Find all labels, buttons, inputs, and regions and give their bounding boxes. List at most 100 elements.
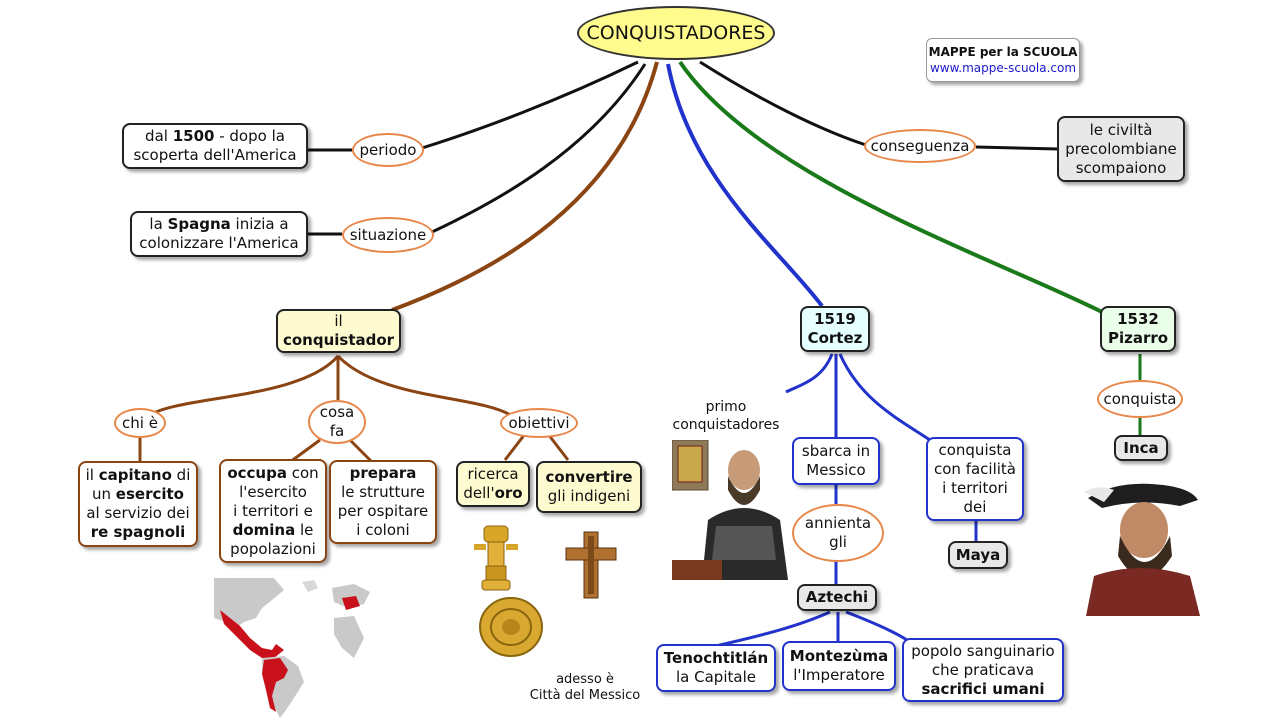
tenochtitlan-line1: Tenochtitlán (663, 649, 769, 667)
adesso-line1: adesso è (556, 672, 614, 687)
convertire-box[interactable]: convertire gli indigeni (536, 461, 642, 513)
montezuma-box[interactable]: Montezùma l'Imperatore (782, 641, 896, 691)
facilita-line3: i territori (942, 479, 1008, 497)
cortez-node[interactable]: 1519 Cortez (800, 306, 870, 352)
prepara-line2: le strutture (341, 483, 425, 501)
conseguenza-label-text: conseguenza (870, 136, 970, 155)
gold-disc-image (479, 597, 543, 657)
esercito-bold: esercito (115, 485, 184, 503)
conquista-label[interactable]: conquista (1097, 380, 1183, 418)
tenochtitlan-line2: la Capitale (676, 668, 756, 686)
situazione-label[interactable]: situazione (342, 217, 434, 253)
annienta-line2: gli (829, 533, 847, 551)
oro-bold: oro (494, 484, 523, 502)
prepara-line1: prepara (349, 464, 417, 482)
adesso-line2: Città del Messico (529, 688, 641, 703)
occupa-box[interactable]: occupa con l'esercito i territori e domi… (219, 459, 327, 563)
convertire-line2: gli indigeni (547, 487, 631, 505)
capitano-line2: un esercito (92, 485, 184, 504)
maya-text: Maya (955, 545, 1001, 564)
brand-box[interactable]: MAPPE per la SCUOLA www.mappe-scuola.com (926, 38, 1080, 82)
conseguenza-label[interactable]: conseguenza (864, 129, 976, 163)
oro-pre: dell' (463, 484, 495, 502)
prepara-line4: i coloni (356, 521, 410, 539)
brand-name: MAPPE per la SCUOLA (928, 45, 1078, 59)
situazione-text-box[interactable]: la Spagna inizia a colonizzare l'America (130, 211, 308, 257)
cortez-year: 1519 (814, 310, 856, 328)
cosa-fa-label[interactable]: cosa fa (308, 400, 366, 444)
occupa-line2: l'esercito (239, 482, 307, 501)
cross-image (565, 531, 617, 599)
domina-bold: domina (232, 520, 296, 539)
inca-node[interactable]: Inca (1114, 435, 1168, 461)
prepara-line3: per ospitare (337, 502, 429, 520)
inca-text: Inca (1123, 438, 1159, 457)
periodo-year: 1500 (172, 127, 215, 145)
conseguenza-line2: precolombiane (1065, 139, 1177, 158)
cosa-text: cosa (319, 403, 355, 421)
chi-e-label[interactable]: chi è (114, 408, 166, 438)
pizarro-node[interactable]: 1532 Pizarro (1100, 306, 1176, 352)
conseguenza-line3: scompaiono (1075, 158, 1167, 177)
periodo-pre: dal (145, 127, 173, 145)
capitano-post: di (171, 466, 191, 484)
tenochtitlan-box[interactable]: Tenochtitlán la Capitale (656, 644, 776, 692)
facilita-box[interactable]: conquista con facilità i territori dei (926, 437, 1024, 521)
aztechi-node[interactable]: Aztechi (797, 584, 877, 611)
title-node[interactable]: CONQUISTADORES (577, 6, 775, 60)
chi-e-text: chi è (122, 413, 158, 432)
montezuma-line2: l'Imperatore (793, 666, 885, 684)
occupa-line3: i territori e (233, 501, 313, 520)
cortez-caption: primo conquistadores (664, 398, 788, 434)
occupa-bold: occupa (227, 463, 287, 482)
situazione-pre: la (149, 215, 168, 233)
capitano-line1: il capitano di (86, 466, 191, 485)
pizarro-name: Pizarro (1107, 329, 1169, 347)
capitano-line3: al servizio dei (86, 504, 190, 522)
capitano-bold: capitano (98, 466, 172, 484)
pizarro-year: 1532 (1117, 310, 1159, 328)
annienta-line1: annienta (804, 514, 872, 532)
capitano-box[interactable]: il capitano di un esercito al servizio d… (78, 461, 198, 547)
conquistador-node[interactable]: il conquistador (276, 309, 401, 353)
facilita-line1: conquista (938, 441, 1012, 459)
conseguenza-line1: le civiltà (1089, 120, 1153, 139)
ricerca-line2: dell'oro (463, 484, 522, 503)
facilita-line2: con facilità (934, 460, 1016, 478)
convertire-line1: convertire (545, 468, 633, 486)
situazione-bold: Spagna (167, 215, 231, 233)
conquista-text: conquista (1103, 389, 1177, 408)
periodo-line2: scoperta dell'America (133, 146, 297, 164)
occupa-line1: occupa con (227, 464, 318, 483)
situazione-line1: la Spagna inizia a (149, 215, 288, 234)
prepara-box[interactable]: prepara le strutture per ospitare i colo… (329, 460, 437, 544)
periodo-label[interactable]: periodo (352, 133, 424, 167)
aztechi-text: Aztechi (805, 588, 869, 606)
brand-url: www.mappe-scuola.com (929, 61, 1077, 75)
cortez-caption-line1: primo (705, 399, 747, 415)
conseguenza-text-box[interactable]: le civiltà precolombiane scompaiono (1057, 116, 1185, 182)
capitano-line4: re spagnoli (90, 523, 186, 541)
obiettivi-label[interactable]: obiettivi (500, 408, 578, 438)
sbarca-line1: sbarca in (801, 442, 871, 460)
occupa-post: con (286, 463, 319, 482)
cortez-name: Cortez (807, 329, 863, 347)
conquistador-line2: conquistador (282, 331, 395, 349)
popolo-line1: popolo sanguinario (911, 641, 1055, 660)
gold-idol-image (474, 525, 518, 591)
ricerca-oro-box[interactable]: ricerca dell'oro (456, 461, 530, 507)
situazione-label-text: situazione (349, 225, 427, 244)
americas-map-image (214, 578, 374, 718)
periodo-text-box[interactable]: dal 1500 - dopo la scoperta dell'America (122, 123, 308, 169)
popolo-box[interactable]: popolo sanguinario che praticava sacrifi… (902, 638, 1064, 702)
fa-text: fa (329, 422, 345, 440)
domina-post: le (295, 520, 314, 539)
maya-node[interactable]: Maya (948, 541, 1008, 569)
adesso-caption: adesso è Città del Messico (522, 672, 648, 704)
sbarca-line2: Messico (806, 461, 866, 479)
sbarca-box[interactable]: sbarca in Messico (792, 437, 880, 485)
occupa-line4: domina le (233, 521, 314, 540)
situazione-line2: colonizzare l'America (139, 234, 299, 252)
annienta-label[interactable]: annienta gli (792, 504, 884, 562)
cortez-portrait-image (672, 440, 788, 580)
